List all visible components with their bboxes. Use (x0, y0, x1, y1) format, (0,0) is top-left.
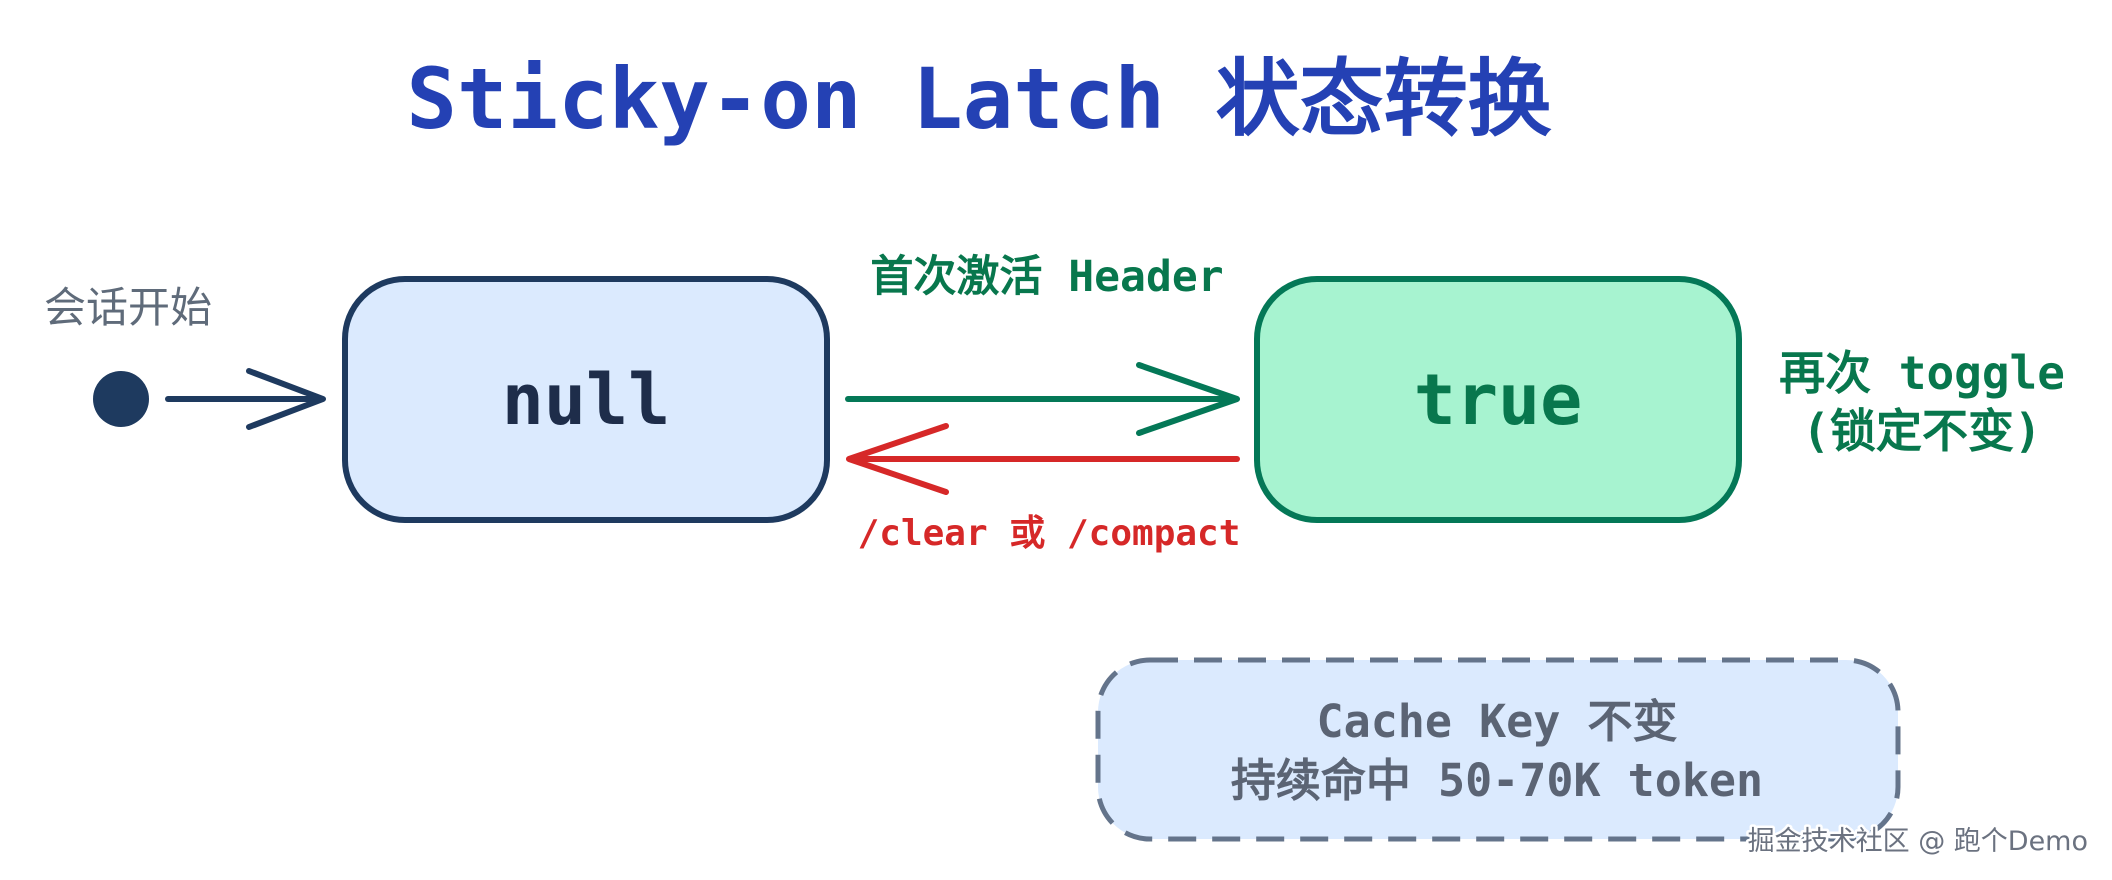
self-toggle-label-line2: (锁定不变) (1802, 404, 2041, 458)
state-null: null (342, 276, 830, 523)
initial-state-dot (93, 371, 149, 427)
state-null-box (342, 276, 830, 523)
self-toggle-label-line1: 再次 toggle (1779, 346, 2065, 400)
state-null-label: null (502, 359, 671, 441)
cache-note-line2: 持续命中 50-70K token (1231, 754, 1763, 807)
transition-reset-label: /clear 或 /compact (858, 513, 1241, 554)
watermark: 掘金技术社区 @ 跑个Demo (1748, 826, 2088, 857)
transition-activate-arrow (845, 362, 1240, 436)
state-true-label: true (1414, 359, 1583, 441)
initial-transition-arrow (165, 368, 326, 430)
transition-reset-arrow (846, 423, 1240, 495)
cache-note-line1: Cache Key 不变 (1317, 695, 1678, 748)
cache-note: Cache Key 不变 持续命中 50-70K token (1095, 657, 1901, 842)
state-true: true (1254, 276, 1742, 523)
diagram-title: Sticky-on Latch 状态转换 (406, 50, 1551, 148)
transition-activate-label: 首次激活 Header (870, 252, 1223, 302)
state-true-box (1254, 276, 1742, 523)
cache-note-box (1095, 657, 1901, 842)
start-label: 会话开始 (44, 283, 212, 332)
